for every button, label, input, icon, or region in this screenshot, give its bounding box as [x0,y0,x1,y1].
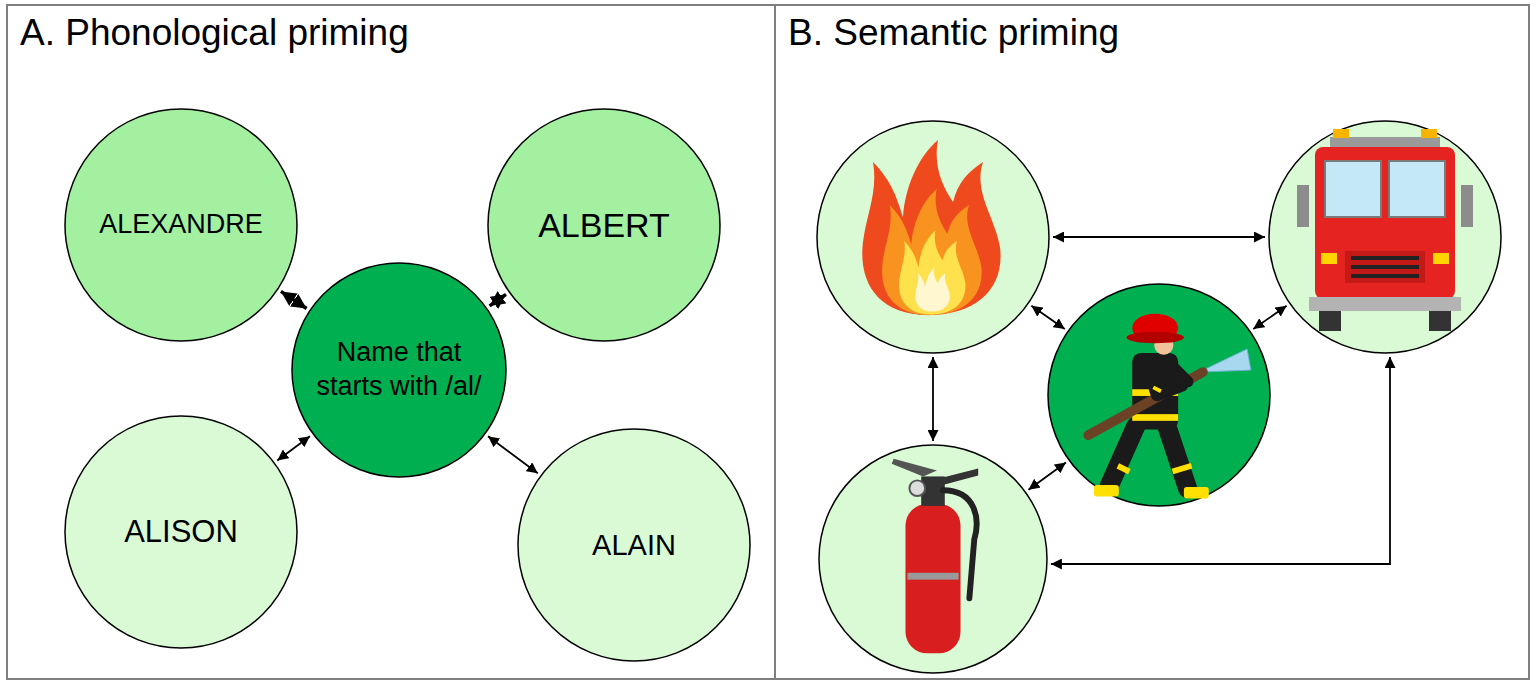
circle-shape [65,109,297,341]
illustration [892,459,978,654]
circle-shape [518,429,750,661]
node-label: ALAIN [592,527,676,563]
illustration [1088,314,1251,499]
name-circle: ALEXANDRE [64,108,298,342]
circle-outline [1047,283,1271,507]
link-arrow [932,357,934,441]
name-circle: Name that starts with /al/ [291,262,507,478]
circle-shape [819,445,1047,673]
circle-shape [292,263,506,477]
link-arrow [1253,306,1286,329]
panel-heading: A. Phonological priming [20,12,409,54]
picture-circle [1268,120,1502,354]
illustration [1297,129,1473,331]
circle-shape [1269,121,1501,353]
panel-heading: B. Semantic priming [788,12,1119,54]
circle-outline [1268,120,1502,354]
link-arrow [1053,236,1265,238]
panel-frame: B. Semantic priming [774,4,1530,680]
node-label: ALBERT [538,204,670,247]
picture-circle [1047,283,1271,507]
link-arrow [490,294,506,306]
circle-outline [816,120,1050,354]
link-arrow [1029,463,1066,490]
node-label: ALISON [124,513,238,552]
illustration [862,140,1000,315]
circle-outline [818,444,1048,674]
link-arrow [488,436,538,473]
link-arrow [1031,306,1064,329]
circle-shape [65,416,297,648]
name-circle: ALBERT [487,108,721,342]
picture-circle [816,120,1050,354]
node-label: ALEXANDRE [99,208,263,242]
picture-circle [818,444,1048,674]
link-arrow [277,436,310,460]
circle-outline [291,262,507,478]
circle-shape [817,121,1049,353]
link-arrow [281,291,307,308]
panel-frame: ALEXANDRE ALBERT Name that starts with /al… [6,4,776,680]
node-label: Name that starts with /al/ [312,336,487,404]
name-circle: ALAIN [517,428,751,662]
name-circle: ALISON [64,415,298,649]
circle-shape [488,109,720,341]
circle-shape [1048,284,1270,506]
